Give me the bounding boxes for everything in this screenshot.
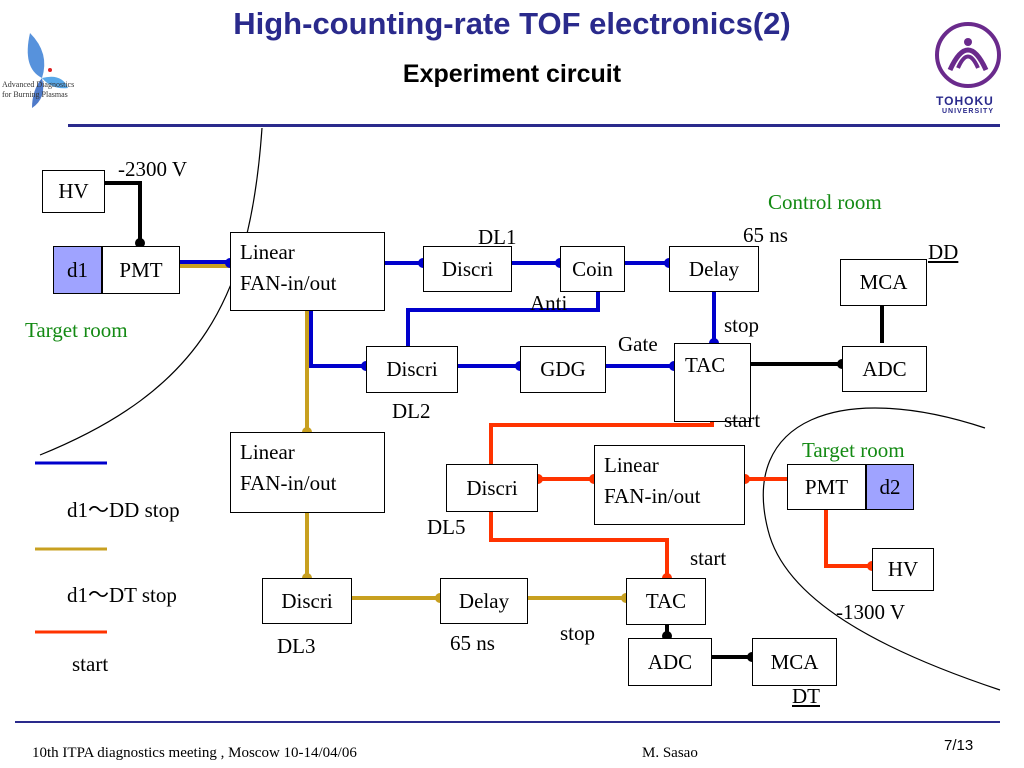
dd-label: DD — [928, 240, 959, 264]
delay-box-1: Delay — [669, 246, 759, 292]
gate-label: Gate — [618, 332, 658, 356]
linear-fan-2-line2: FAN-in/out — [240, 471, 337, 495]
tac-box-2: TAC — [626, 578, 706, 625]
start-label-2: start — [690, 546, 727, 570]
detector-d1: d1 — [53, 246, 102, 294]
anti-label: Anti — [530, 291, 568, 315]
dt-label: DT — [792, 684, 820, 708]
target-room-boundary-left — [39, 127, 263, 456]
target-room-boundary-right — [762, 407, 1001, 691]
linear-fan-2-line1: Linear — [240, 440, 295, 464]
footer-meeting: 10th ITPA diagnostics meeting , Moscow 1… — [32, 745, 357, 761]
coin-box: Coin — [560, 246, 625, 292]
tohoku-crest-icon — [935, 22, 1001, 88]
delay2-time-label: 65 ns — [450, 631, 495, 655]
dl1-label: DL1 — [478, 225, 517, 249]
linear-fan-3-line1: Linear — [604, 453, 659, 477]
discri-box-3: Discri — [262, 578, 352, 624]
linear-fan-box-1: Linear FAN-in/out — [230, 232, 385, 311]
right-logo-text-1: TOHOKU — [936, 94, 994, 108]
slide-title: High-counting-rate TOF electronics(2) — [233, 6, 791, 41]
control-room-label: Control room — [768, 190, 882, 214]
left-logo-text-2: for Burning Plasmas — [2, 90, 68, 99]
blue-wires — [180, 260, 716, 368]
right-logo: TOHOKU UNIVERSITY — [930, 20, 1010, 120]
dl3-label: DL3 — [277, 634, 316, 658]
stop-label-2: stop — [560, 621, 596, 645]
start-label-1: start — [724, 408, 761, 432]
adc-box-2: ADC — [628, 638, 712, 686]
legend-label-blue: d1～DD stop — [67, 498, 180, 522]
discri-box-2: Discri — [366, 346, 458, 393]
tac-1-label: TAC — [685, 353, 726, 377]
detector-d2: d2 — [866, 464, 914, 510]
dl2-label: DL2 — [392, 399, 431, 423]
pmt-box-1: PMT — [102, 246, 180, 294]
hv-box-bottom: HV — [872, 548, 934, 591]
stop-label-1: stop — [724, 313, 760, 337]
discri-box-5: Discri — [446, 464, 538, 512]
right-logo-text-2: UNIVERSITY — [942, 108, 995, 115]
linear-fan-box-3: Linear FAN-in/out — [594, 445, 745, 525]
linear-fan-1-line2: FAN-in/out — [240, 271, 337, 295]
pmt-box-2: PMT — [787, 464, 866, 510]
left-logo: Advanced Diagnostics for Burning Plasmas — [2, 28, 75, 113]
adc-box-1: ADC — [842, 346, 927, 392]
legend-label-red: start — [72, 652, 109, 676]
slide-subtitle: Experiment circuit — [402, 60, 622, 88]
hv-bottom-voltage-label: -1300 V — [836, 600, 906, 624]
footer-page-number: 7/13 — [944, 737, 974, 754]
mca-box-1: MCA — [840, 259, 927, 306]
delay1-time-label: 65 ns — [743, 223, 788, 247]
mca-box-2: MCA — [752, 638, 837, 686]
hv-box-top: HV — [42, 170, 105, 213]
tac-box-1: TAC — [674, 343, 751, 422]
butterfly-logo-icon — [27, 33, 68, 108]
dl5-label: DL5 — [427, 515, 466, 539]
hv-top-voltage-label: -2300 V — [118, 157, 188, 181]
gdg-box: GDG — [520, 346, 606, 393]
target-room-right-label: Target room — [802, 438, 905, 462]
gold-wires — [180, 264, 626, 600]
target-room-left-label: Target room — [25, 318, 128, 342]
legend-label-gold: d1～DT stop — [67, 583, 177, 607]
discri-box-1: Discri — [423, 246, 512, 292]
linear-fan-3-line2: FAN-in/out — [604, 484, 701, 508]
footer-author: M. Sasao — [642, 745, 698, 761]
linear-fan-1-line1: Linear — [240, 240, 295, 264]
linear-fan-box-2: Linear FAN-in/out — [230, 432, 385, 513]
left-logo-text-1: Advanced Diagnostics — [2, 80, 75, 89]
delay-box-2: Delay — [440, 578, 528, 624]
header-rule — [68, 124, 1000, 127]
